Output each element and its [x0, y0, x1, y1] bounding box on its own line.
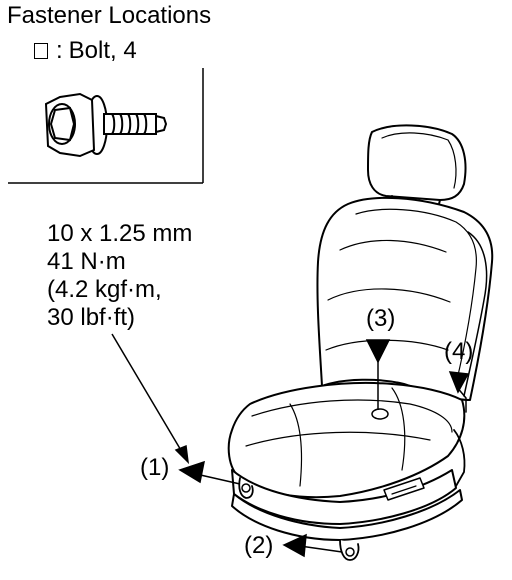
bolt-icon: [44, 92, 168, 158]
bolt-detail-frame: [8, 68, 204, 184]
legend-colon: :: [56, 37, 63, 64]
callout-3: (3): [366, 305, 396, 332]
callout-4-arrowhead: [448, 371, 470, 394]
legend-label: Bolt, 4: [68, 37, 137, 64]
spec-line-size: 10 x 1.25 mm: [47, 220, 193, 247]
seat-illustration: [227, 124, 494, 561]
spec-line-torque-lbfft: 30 lbf·ft): [47, 304, 136, 331]
legend-row: : Bolt, 4: [34, 38, 137, 64]
callout-1: (1): [140, 454, 170, 481]
spec-line-torque-nm: 41 N·m: [47, 248, 126, 275]
legend-square-icon: [34, 43, 48, 59]
leader-lines: [111, 333, 470, 558]
spec-line-torque-kgfm: (4.2 kgf·m,: [47, 276, 162, 303]
callout-1-arrowhead: [178, 460, 205, 484]
seat-cushion: [227, 381, 466, 499]
torque-spec: 10 x 1.25 mm 41 N·m (4.2 kgf·m, 30 lbf·f…: [47, 220, 192, 332]
callout-4: (4): [444, 338, 474, 365]
spec-leader-arrowhead: [174, 444, 190, 465]
callout-3-arrowhead: [365, 339, 391, 364]
power-seat-switch: [383, 477, 425, 501]
seat-headrest: [367, 124, 467, 201]
page-title: Fastener Locations: [7, 2, 212, 29]
spec-leader-line: [111, 333, 183, 453]
seat-base: [231, 469, 457, 525]
callout-2-arrowhead: [282, 533, 307, 558]
seat-back: [316, 196, 494, 401]
callout-2: (2): [244, 532, 274, 559]
